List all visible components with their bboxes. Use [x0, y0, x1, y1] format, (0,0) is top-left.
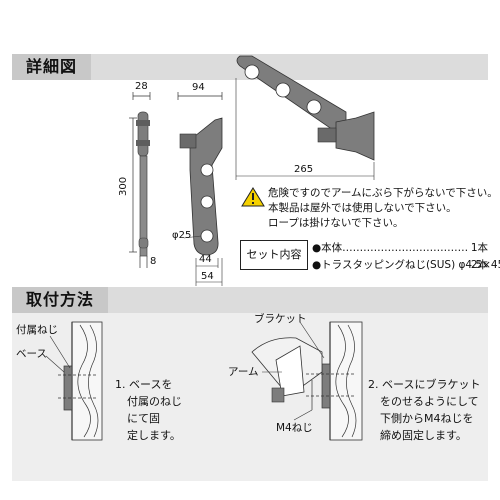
warning-icon	[241, 187, 265, 207]
step2-line: 締め固定します。	[380, 429, 467, 442]
step2-line: 下側からM4ねじを	[380, 412, 474, 425]
step1-line: 定します。	[127, 429, 181, 442]
dim-width-8: 8	[150, 256, 157, 267]
set-item-name: ●トラスタッピングねじ(SUS) φ4.5×45…	[312, 259, 500, 271]
dim-length-265: 265	[294, 164, 314, 175]
label-m4-screw: M4ねじ	[276, 422, 313, 434]
dim-width-94: 94	[192, 82, 205, 93]
step1-line: 1. ベースを	[115, 378, 173, 391]
warning-line-1: 危険ですのでアームにぶら下がらないで下さい。	[268, 187, 498, 199]
install-section-title: 取付方法	[12, 287, 109, 313]
label-included-screw: 付属ねじ	[16, 324, 58, 336]
plan-view	[235, 55, 375, 180]
step1-line: にて固	[127, 412, 160, 425]
step2-text: 2. ベースにブラケット をのせるようにして 下側からM4ねじを 締め固定します…	[368, 376, 480, 444]
label-base: ベース	[16, 348, 47, 360]
label-bracket: ブラケット	[254, 313, 307, 325]
front-view	[177, 92, 223, 286]
step1-illustration	[45, 321, 103, 441]
install-section-header: 取付方法	[12, 287, 488, 313]
step1-line: 付属のねじ	[127, 395, 182, 408]
warning-line-2: 本製品は屋外では使用しないで下さい。	[268, 202, 457, 214]
label-arm: アーム	[228, 366, 259, 378]
dim-width-44: 44	[199, 254, 212, 265]
side-view	[129, 92, 151, 268]
dim-hole-25: φ25	[172, 230, 192, 241]
detail-section-title: 詳細図	[12, 54, 92, 80]
set-contents-title: セット内容	[240, 240, 308, 270]
step1-text: 1. ベースを 付属のねじ にて固 定します。	[115, 376, 182, 444]
step2-line: をのせるようにして	[380, 395, 479, 408]
set-item-qty: 2本	[470, 259, 488, 271]
set-item-name: ●本体………………………………	[312, 242, 469, 254]
step2-illustration	[251, 321, 363, 441]
set-item-screw: ●トラスタッピングねじ(SUS) φ4.5×45… 2本	[312, 257, 500, 272]
set-item-body: ●本体……………………………… 1本	[312, 240, 488, 255]
warning-line-3: ロープは掛けないで下さい。	[268, 217, 404, 229]
dim-width-28: 28	[135, 81, 148, 92]
step2-line: 2. ベースにブラケット	[368, 378, 481, 391]
dim-width-54: 54	[201, 271, 214, 282]
set-item-qty: 1本	[470, 242, 488, 254]
